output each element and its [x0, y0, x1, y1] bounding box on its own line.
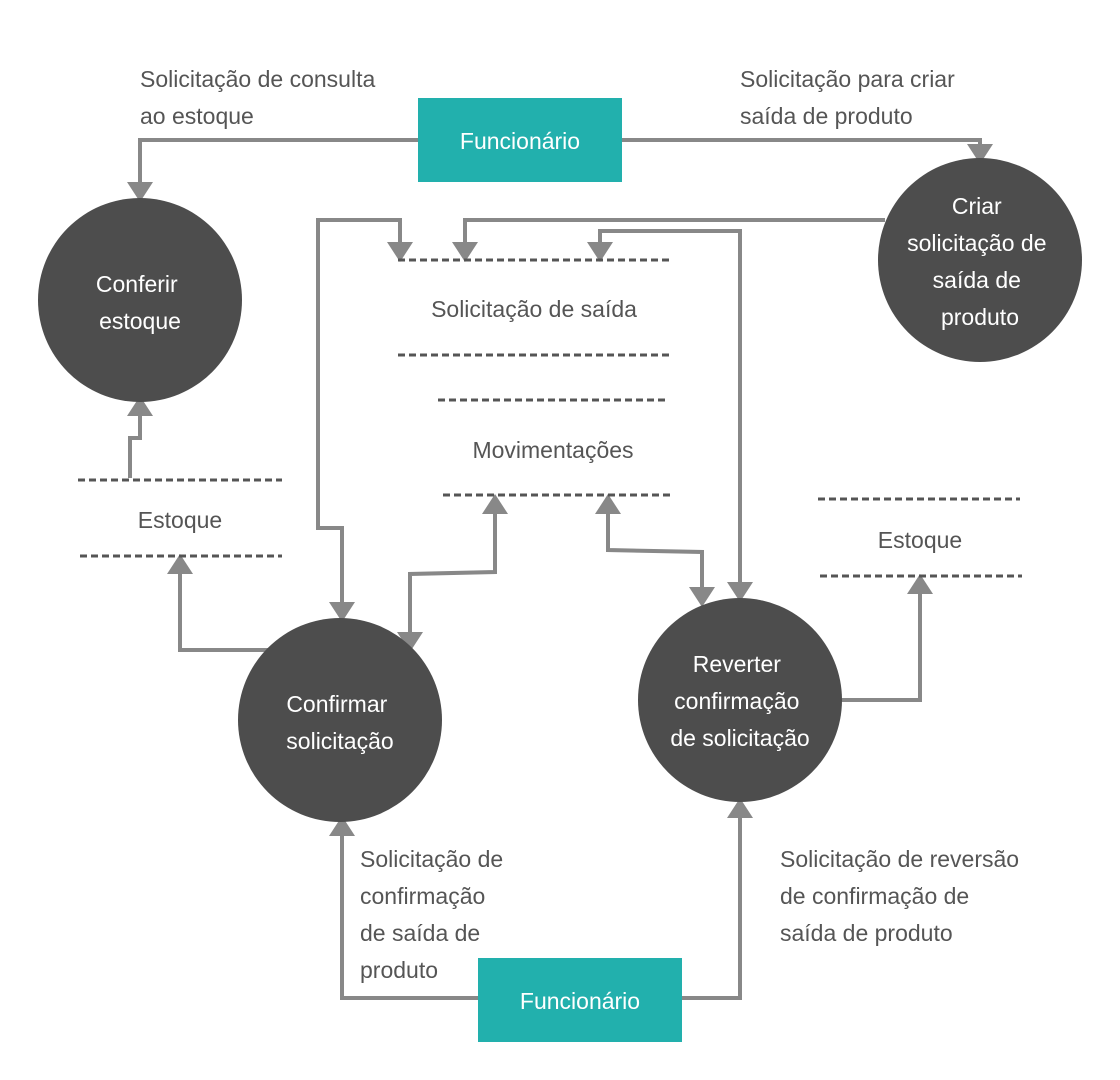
data-store-estoque-right: Estoque	[818, 497, 1022, 578]
process-reverter-confirmacao: Reverter confirmação de solicitação	[638, 598, 842, 802]
flow-label-line: de confirmação de	[780, 883, 969, 909]
entity-funcionario-bottom: Funcionário	[478, 958, 682, 1042]
flow-label-line: Solicitação de reversão	[780, 846, 1019, 872]
flow-label-line: saída de produto	[780, 920, 953, 946]
flow-funcionario-to-reverter	[680, 818, 742, 1000]
arrowhead-down	[329, 602, 355, 622]
process-label-line: de solicitação	[670, 725, 809, 751]
flow-label-reversao-confirmacao: Solicitação de reversão de confirmação d…	[780, 846, 1025, 946]
process-label: Confirmar solicitação	[286, 691, 393, 754]
process-label-line: solicitação	[286, 728, 393, 754]
store-label: Solicitação de saída	[431, 296, 637, 322]
flow-solicitacao-store-to-confirmar	[316, 218, 402, 602]
flow-label-consulta-estoque: Solicitação de consulta ao estoque	[140, 66, 382, 129]
arrowhead-up	[167, 554, 193, 574]
process-circle	[638, 598, 842, 802]
entity-label: Funcionário	[460, 128, 580, 154]
arrowhead-down	[967, 144, 993, 164]
process-label-line: solicitação de	[907, 230, 1046, 256]
process-circle	[38, 198, 242, 402]
process-label-line: produto	[941, 304, 1019, 330]
flow-lines	[128, 138, 982, 1000]
flow-reverter-movimentacoes	[606, 514, 704, 587]
flow-label-line: Solicitação de	[360, 846, 503, 872]
flow-label-criar-saida: Solicitação para criar saída de produto	[740, 66, 961, 129]
process-confirmar-solicitacao: Confirmar solicitação	[238, 618, 442, 822]
flow-label-line: de saída de	[360, 920, 480, 946]
arrowhead-up	[329, 816, 355, 836]
process-conferir-estoque: Conferir estoque	[38, 198, 242, 402]
store-label: Estoque	[138, 507, 222, 533]
flow-confirmar-movimentacoes	[408, 514, 497, 632]
entity-label: Funcionário	[520, 988, 640, 1014]
process-label-line: Confirmar	[286, 691, 387, 717]
process-circle	[878, 158, 1082, 362]
arrowhead-down	[127, 182, 153, 202]
flow-estoque-to-conferir	[128, 416, 142, 478]
store-label: Estoque	[878, 527, 962, 553]
flow-criar-to-solicitacao-store	[463, 218, 885, 242]
data-store-estoque-left: Estoque	[78, 478, 282, 558]
entity-box	[418, 98, 622, 182]
arrowhead-down	[727, 582, 753, 602]
flow-funcionario-to-confirmar	[340, 836, 478, 1000]
flow-label-line: Solicitação de consulta	[140, 66, 375, 92]
process-label: Conferir estoque	[96, 271, 184, 334]
data-store-solicitacao-saida: Solicitação de saída	[398, 258, 670, 357]
process-label: Criar solicitação de saída de produto	[907, 193, 1053, 330]
arrowhead-up	[727, 798, 753, 818]
flow-label-line: produto	[360, 957, 438, 983]
flow-label-confirmacao-saida: Solicitação de confirmação de saída de p…	[360, 846, 510, 983]
flow-confirmar-to-estoque	[178, 574, 270, 652]
process-label-line: confirmação	[674, 688, 799, 714]
arrowhead-down	[387, 242, 413, 262]
arrowhead-down	[689, 587, 715, 607]
store-label: Movimentações	[472, 437, 633, 463]
flow-label-line: Solicitação para criar	[740, 66, 955, 92]
arrowhead-up	[482, 494, 508, 514]
process-circle	[238, 618, 442, 822]
entity-funcionario-top: Funcionário	[418, 98, 622, 182]
process-label-line: Criar	[952, 193, 1002, 219]
arrowhead-down	[452, 242, 478, 262]
data-store-movimentacoes: Movimentações	[438, 398, 670, 497]
arrowhead-down	[397, 632, 423, 652]
process-label-line: saída de	[933, 267, 1021, 293]
flow-solicitacao-store-reverter	[598, 229, 742, 582]
flow-label-line: ao estoque	[140, 103, 254, 129]
flow-label-line: confirmação	[360, 883, 485, 909]
process-label: Reverter confirmação de solicitação	[670, 651, 809, 751]
arrowhead-up	[907, 574, 933, 594]
flow-funcionario-to-criar	[622, 138, 982, 144]
process-criar-solicitacao: Criar solicitação de saída de produto	[878, 158, 1082, 362]
arrowhead-up	[127, 396, 153, 416]
process-label-line: estoque	[99, 308, 181, 334]
arrowheads	[127, 144, 993, 836]
flow-label-line: saída de produto	[740, 103, 913, 129]
flow-funcionario-to-conferir	[138, 138, 418, 182]
arrowhead-down	[587, 242, 613, 262]
arrowhead-up	[595, 494, 621, 514]
entity-box	[478, 958, 682, 1042]
process-label-line: Reverter	[693, 651, 782, 677]
flow-reverter-to-estoque	[840, 594, 922, 702]
process-label-line: Conferir	[96, 271, 178, 297]
